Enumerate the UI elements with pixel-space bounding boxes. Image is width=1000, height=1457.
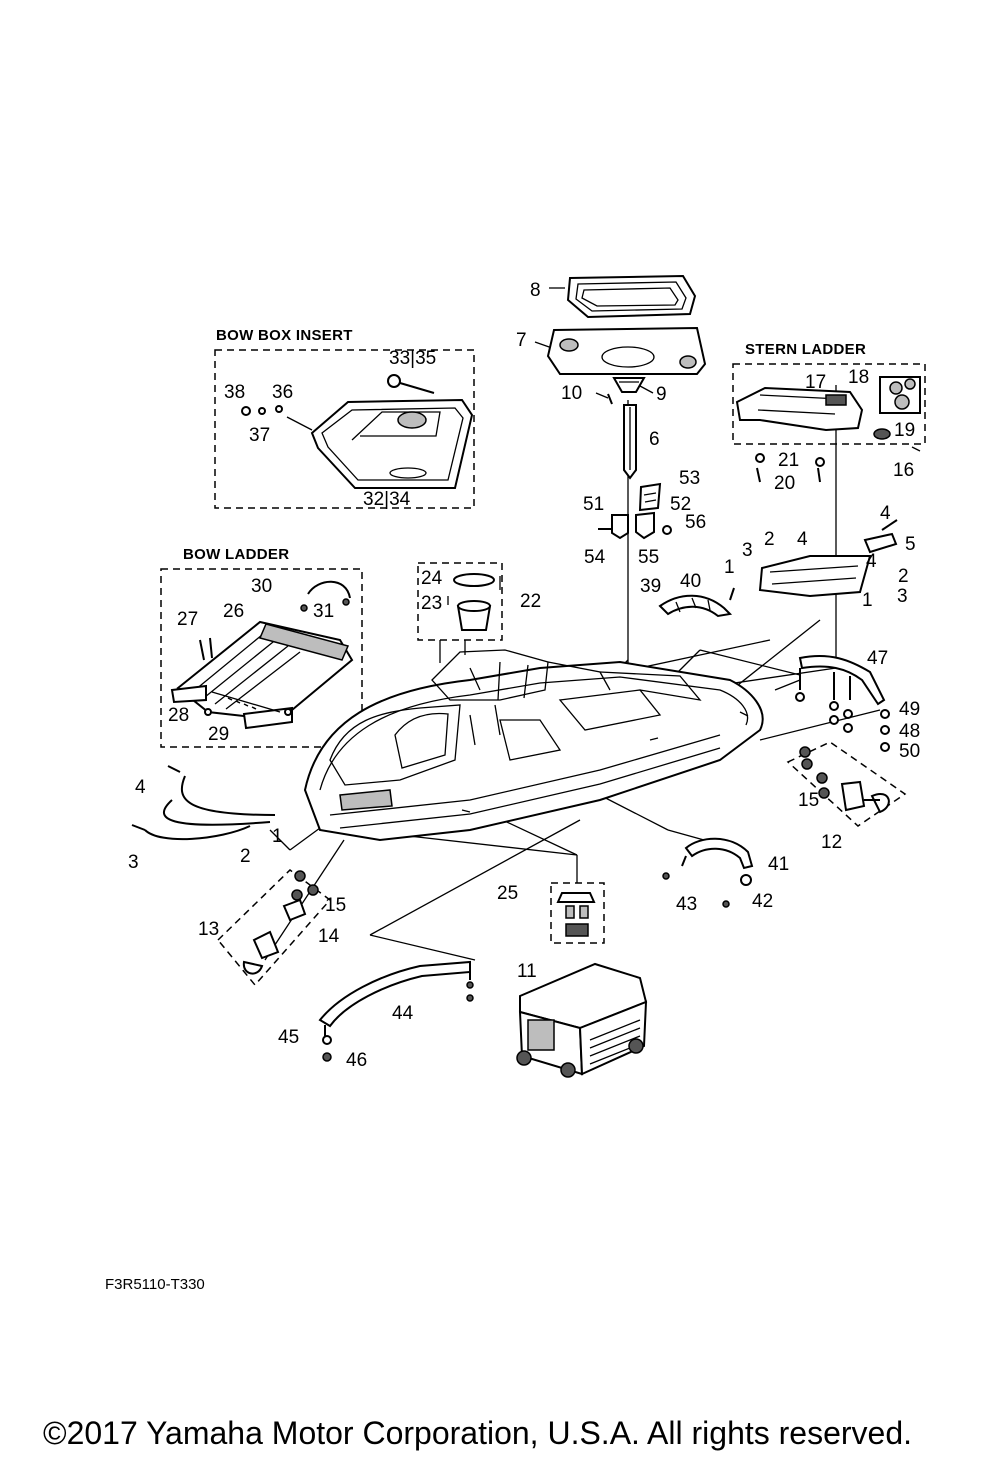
bow-ladder-box (160, 568, 363, 748)
callout-26: 26 (223, 601, 244, 622)
callout-6: 6 (649, 429, 660, 450)
part-11-cooler (516, 962, 648, 1078)
callout-1-left: 1 (272, 826, 283, 847)
callout-48: 48 (899, 721, 920, 742)
boat-hull (303, 649, 764, 842)
bow-ladder-title: BOW LADDER (183, 546, 289, 563)
part-13-left-tow-eye (242, 870, 319, 975)
callout-25: 25 (497, 883, 518, 904)
callout-22: 22 (520, 591, 541, 612)
callouts: 8 7 10 9 6 53 51 52 56 54 55 33|35 38 36… (128, 280, 920, 1071)
callout-33-35: 33|35 (389, 348, 436, 369)
callout-46: 46 (346, 1050, 367, 1071)
callout-23: 23 (421, 593, 442, 614)
stern-ladder-box (732, 363, 926, 445)
callout-15-right: 15 (798, 790, 819, 811)
part-25-cleat (556, 892, 596, 937)
part-9-base (607, 377, 646, 405)
part-32-bow-box-insert (241, 374, 474, 489)
right-tow-eye-box (786, 741, 907, 827)
callout-31: 31 (313, 601, 334, 622)
callout-16: 16 (893, 460, 914, 481)
part-7-table (546, 326, 707, 375)
callout-52: 52 (670, 494, 691, 515)
callout-17: 17 (805, 372, 826, 393)
part-22-cup-holder (447, 573, 501, 631)
callout-3-rail-a: 3 (742, 540, 753, 561)
callout-3-left: 3 (128, 852, 139, 873)
callout-47: 47 (867, 648, 888, 669)
callout-49: 49 (899, 699, 920, 720)
callout-4-rail-a: 4 (797, 529, 808, 550)
callout-32-34: 32|34 (363, 489, 411, 510)
bow-box-insert-title: BOW BOX INSERT (216, 327, 353, 344)
part-16-stern-ladder (735, 376, 921, 483)
callout-4-rail-b: 4 (866, 551, 877, 572)
bow-box-insert-box (214, 349, 475, 509)
part-12-right-tow-eye (799, 746, 890, 814)
callout-53: 53 (679, 468, 700, 489)
callout-10: 10 (561, 383, 582, 404)
callout-40: 40 (680, 571, 701, 592)
callout-3-rail-b: 3 (897, 586, 908, 607)
callout-39: 39 (640, 576, 661, 597)
callout-18: 18 (848, 367, 869, 388)
callout-9: 9 (656, 384, 667, 405)
callout-38: 38 (224, 382, 245, 403)
callout-44: 44 (392, 1003, 414, 1024)
callout-2-rail-b: 2 (898, 566, 909, 587)
callout-28: 28 (168, 705, 189, 726)
callout-56: 56 (685, 512, 706, 533)
part-26-bow-ladder (170, 580, 354, 730)
part-39-grab-handle (658, 587, 735, 618)
callout-54: 54 (584, 547, 606, 568)
callout-55: 55 (638, 547, 659, 568)
part-6-pedestal (623, 404, 637, 480)
copyright-notice: ©2017 Yamaha Motor Corporation, U.S.A. A… (43, 1415, 912, 1451)
callout-20: 20 (774, 473, 795, 494)
callout-8: 8 (530, 280, 541, 301)
part-51-53-clips (598, 482, 672, 540)
callout-45: 45 (278, 1027, 299, 1048)
part-1-2-3-rails (758, 519, 898, 598)
callout-15-left: 15 (325, 895, 346, 916)
callout-30: 30 (251, 576, 272, 597)
callout-1-rail-b: 1 (862, 590, 873, 611)
callout-2-rail: 2 (764, 529, 775, 550)
callout-12: 12 (821, 832, 842, 853)
part-8-mat (566, 274, 697, 319)
part-44-front-rail (318, 960, 474, 1062)
callout-36: 36 (272, 382, 293, 403)
callout-50: 50 (899, 741, 920, 762)
callout-4-left: 4 (135, 777, 146, 798)
callout-21: 21 (778, 450, 799, 471)
diagram-code: F3R5110-T330 (105, 1276, 205, 1293)
callout-27: 27 (177, 609, 198, 630)
callout-41: 41 (768, 854, 789, 875)
callout-13: 13 (198, 919, 219, 940)
left-tow-eye-box (216, 869, 332, 987)
callout-24: 24 (421, 568, 443, 589)
callout-5: 5 (905, 534, 916, 555)
callout-29: 29 (208, 724, 229, 745)
callout-51: 51 (583, 494, 604, 515)
callout-19: 19 (894, 420, 915, 441)
callout-43: 43 (676, 894, 697, 915)
callout-37: 37 (249, 425, 270, 446)
stern-ladder-title: STERN LADDER (745, 341, 866, 358)
callout-4-stern-top: 4 (880, 503, 891, 524)
part-2-left-cords (131, 765, 276, 841)
callout-14: 14 (318, 926, 340, 947)
cup-holder-box (417, 562, 503, 641)
part-41-side-rail (662, 837, 754, 908)
part-47-rear-rail (795, 654, 890, 752)
callout-7: 7 (516, 330, 527, 351)
callout-1-rail-a: 1 (724, 557, 735, 578)
callout-42: 42 (752, 891, 773, 912)
callout-2-left: 2 (240, 846, 251, 867)
callout-11: 11 (517, 961, 537, 982)
